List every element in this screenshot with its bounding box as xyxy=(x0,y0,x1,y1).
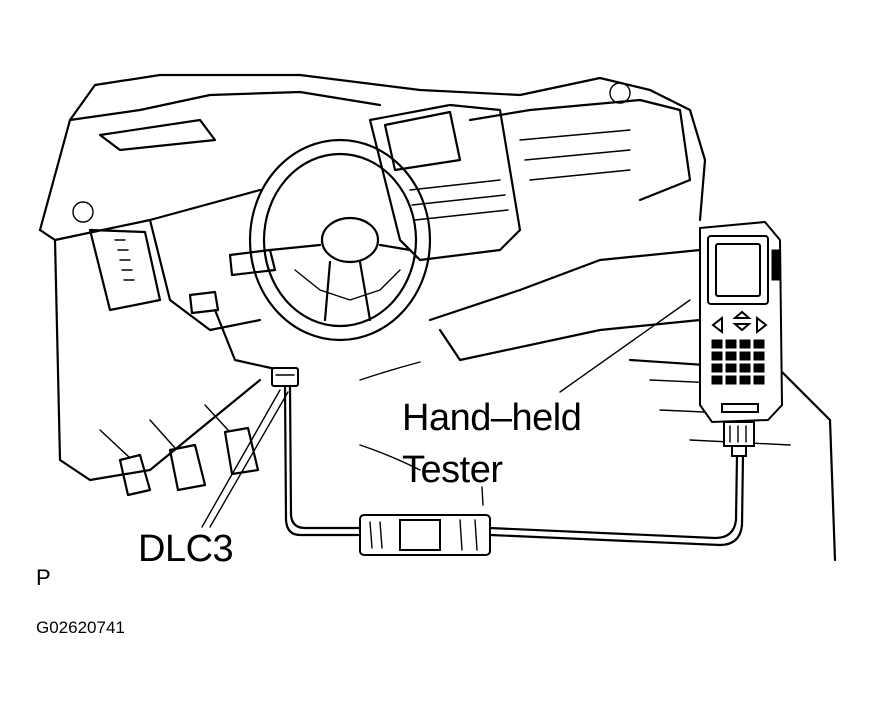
tester-cable xyxy=(283,384,745,556)
tester-label: Hand–held Tester xyxy=(402,397,582,491)
figure-id-label: G02620741 xyxy=(36,618,125,637)
leader-lines xyxy=(201,299,691,528)
dlc3-label: DLC3 xyxy=(138,528,234,570)
view-code-label: P xyxy=(36,565,51,590)
hand-held-tester xyxy=(699,220,784,457)
dlc3-port xyxy=(271,367,299,387)
tester-keypad xyxy=(711,310,768,413)
dashboard-drawing xyxy=(38,73,837,562)
